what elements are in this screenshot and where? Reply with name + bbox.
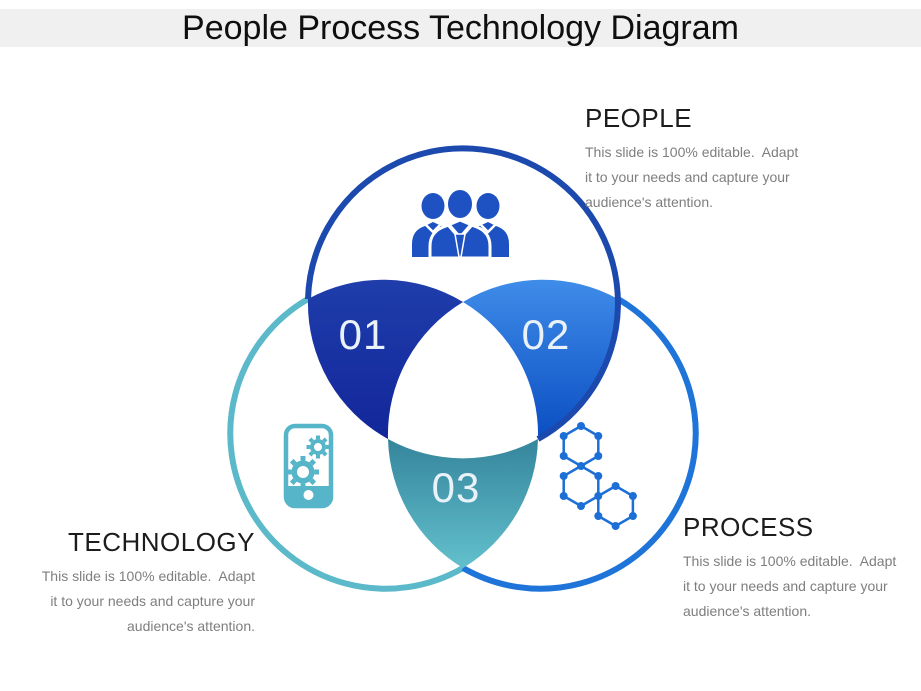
intersection-01-label: 01 — [339, 311, 388, 358]
process-desc-line: it to your needs and capture your — [683, 578, 888, 594]
process-desc-line: This slide is 100% editable. Adapt — [683, 553, 897, 569]
gear-icon — [287, 456, 319, 488]
technology-heading: TECHNOLOGY — [67, 527, 255, 557]
hexagon — [597, 484, 635, 528]
person-head — [445, 187, 475, 221]
technology-desc-line: it to your needs and capture your — [50, 593, 255, 609]
collar-line — [479, 223, 497, 234]
molecule-node-dots — [559, 422, 637, 530]
gear-icon — [306, 435, 330, 459]
collar-line — [424, 223, 442, 234]
people-desc-line: it to your needs and capture your — [585, 169, 790, 185]
intersection-01 — [307, 279, 463, 439]
people-label-block: PEOPLE This slide is 100% editable. Adap… — [585, 103, 798, 215]
intersection-03-label: 03 — [432, 464, 481, 511]
smartphone-gears-icon — [283, 423, 334, 509]
person-head — [421, 193, 445, 219]
intersection-02-label: 02 — [522, 311, 571, 358]
intersection-03 — [388, 439, 538, 568]
title-band: People Process Technology Diagram — [0, 9, 921, 47]
home-button — [303, 490, 314, 500]
tie — [454, 233, 466, 258]
hexagon — [562, 464, 600, 508]
process-desc-line: audience's attention. — [683, 603, 811, 619]
intersection-02 — [463, 279, 619, 439]
technology-circle — [227, 296, 465, 592]
process-circle — [461, 296, 699, 592]
people-circle — [305, 145, 621, 442]
technology-label-block: TECHNOLOGY This slide is 100% editable. … — [30, 527, 255, 639]
people-desc-line: This slide is 100% editable. Adapt — [585, 144, 799, 160]
people-desc-line: audience's attention. — [585, 194, 713, 210]
technology-desc-line: audience's attention. — [127, 618, 255, 634]
process-label-block: PROCESS This slide is 100% editable. Ada… — [683, 512, 896, 624]
hexagon — [562, 424, 600, 468]
people-heading: PEOPLE — [585, 103, 693, 133]
people-group-icon — [412, 187, 509, 260]
page-title: People Process Technology Diagram — [182, 8, 739, 47]
molecule-hexagons-icon — [559, 422, 637, 530]
technology-desc-line: This slide is 100% editable. Adapt — [41, 568, 255, 584]
person-head — [476, 193, 500, 219]
process-heading: PROCESS — [683, 512, 814, 542]
